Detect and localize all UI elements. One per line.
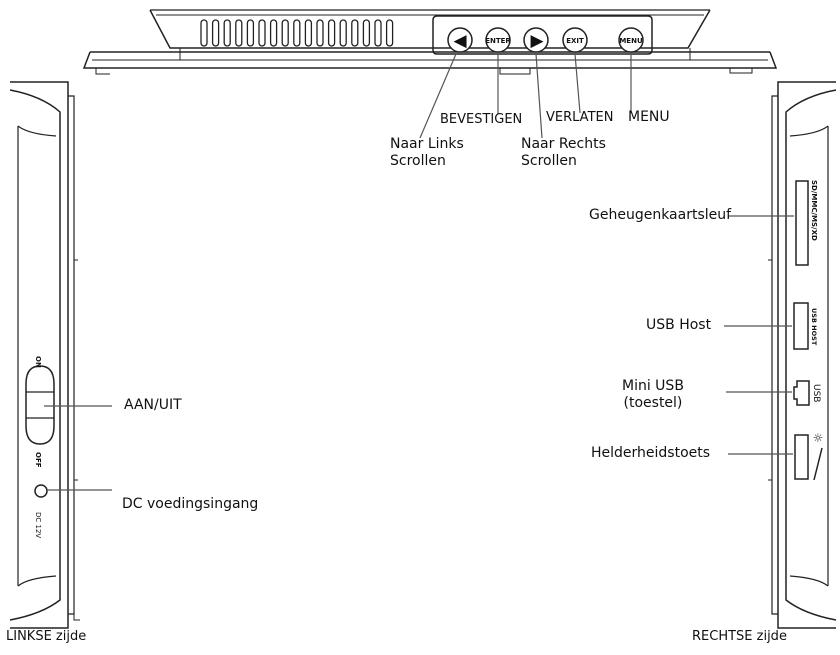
vent-slot [327, 19, 336, 47]
scroll-right-label-line1: Naar Rechts [521, 136, 606, 152]
vent-slot [339, 19, 347, 47]
scroll-right-label-line2: Scrollen [521, 153, 577, 169]
mini-usb-port[interactable] [793, 380, 810, 406]
exit-label: VERLATEN [546, 110, 614, 125]
memory-card-slot-label: Geheugenkaartsleuf [589, 207, 732, 223]
menu-label: MENU [628, 109, 670, 125]
vent-slot [385, 19, 394, 47]
vent-slot [200, 19, 208, 47]
mini-usb-label: Mini USB (toestel) [622, 378, 684, 412]
usb-host-port[interactable] [793, 302, 809, 350]
off-marking: OFF [34, 452, 42, 468]
scroll-left-label-line2: Scrollen [390, 153, 446, 169]
right-arrow-icon: ▶ [530, 31, 544, 51]
power-label: AAN/UIT [124, 397, 182, 413]
brightness-key-label: Helderheidstoets [591, 445, 711, 461]
right-side-view [768, 81, 837, 629]
left-side-caption: LINKSE zijde [6, 629, 87, 644]
confirm-label: BEVESTIGEN [440, 112, 523, 127]
left-leader-lines [44, 405, 112, 491]
top-view [82, 9, 778, 75]
memory-card-slot[interactable] [795, 180, 809, 266]
scroll-left-label: Naar Links Scrollen [390, 136, 464, 170]
brightness-ramp-icon [813, 447, 823, 481]
mini-usb-label-line2: (toestel) [623, 395, 683, 411]
vent-slot [293, 19, 301, 47]
vent-slot [211, 19, 220, 47]
left-arrow-icon: ◀ [453, 31, 467, 51]
left-side-view [9, 81, 80, 629]
scroll-left-label-line1: Naar Links [390, 136, 464, 152]
vent-slot [258, 19, 266, 47]
menu-button-label: MENU [619, 37, 643, 45]
brightness-button[interactable] [794, 434, 809, 480]
enter-button-label: ENTER [485, 37, 511, 45]
card-slot-marking: SD/MMC/MS/XD [810, 180, 818, 241]
dc-rating-marking: DC 12V [34, 512, 42, 538]
vent-slot [316, 19, 324, 47]
vent-slot [269, 19, 278, 47]
exit-button[interactable]: EXIT [562, 27, 588, 53]
dc-power-jack[interactable] [34, 484, 48, 498]
brightness-icon: ☼ [813, 431, 824, 445]
on-marking: ON [34, 356, 42, 368]
mini-usb-label-line1: Mini USB [622, 378, 684, 394]
usb-marking: USB [811, 384, 821, 402]
enter-button[interactable]: ENTER [485, 27, 511, 53]
scroll-right-label: Naar Rechts Scrollen [521, 136, 606, 170]
usb-host-marking: USB HOST [810, 308, 818, 346]
scroll-right-button[interactable]: ▶ [523, 27, 549, 53]
vent-slot [223, 19, 231, 47]
scroll-left-button[interactable]: ◀ [447, 27, 473, 53]
vent-slot [351, 19, 359, 47]
top-leader-lines [419, 53, 632, 139]
right-leader-lines [724, 215, 794, 455]
menu-button[interactable]: MENU [618, 27, 644, 53]
power-switch[interactable] [25, 365, 55, 445]
vent-slot [362, 19, 371, 47]
usb-host-label: USB Host [646, 317, 712, 333]
exit-button-label: EXIT [566, 37, 584, 45]
vent-slot [281, 19, 289, 47]
vent-slot [246, 19, 255, 47]
top-vent-slots [200, 19, 394, 47]
dc-input-label: DC voedingsingang [122, 496, 259, 512]
vent-slot [304, 19, 313, 47]
right-side-caption: RECHTSE zijde [692, 629, 787, 644]
vent-slot [374, 19, 382, 47]
vent-slot [235, 19, 243, 47]
